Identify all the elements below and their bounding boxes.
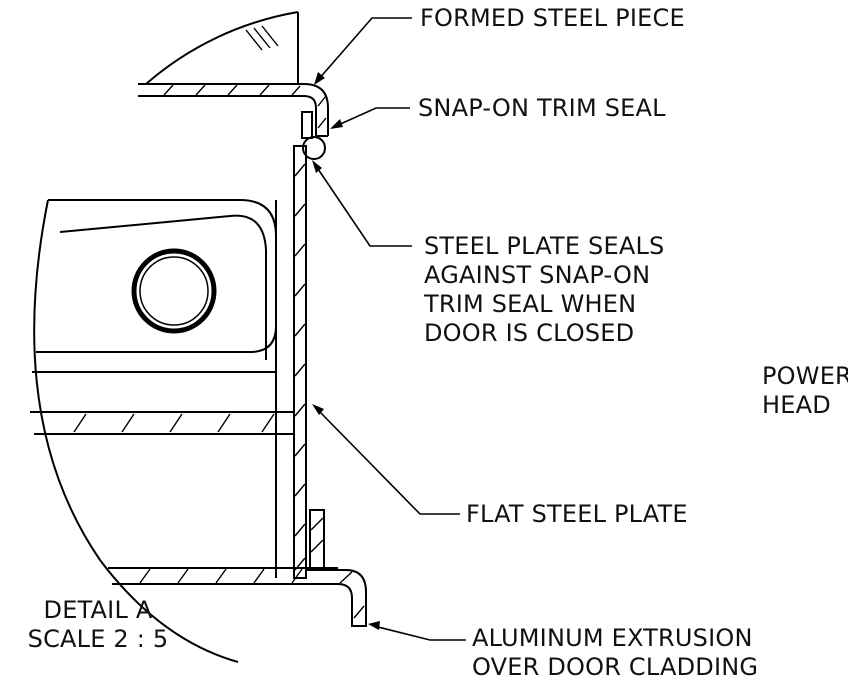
callout-line-3: TRIM SEAL WHEN — [424, 290, 637, 318]
callout-power-head: POWER HEAD — [762, 362, 848, 420]
callout-line-2: OVER DOOR CLADDING — [472, 653, 759, 681]
callout-text: FORMED STEEL PIECE — [420, 4, 685, 32]
callout-line-1: POWER — [762, 362, 848, 390]
leader-steel-plate-seals — [312, 160, 412, 247]
shaft-outer — [131, 248, 217, 334]
callout-line-2: HEAD — [762, 391, 831, 419]
callout-text: SNAP-ON TRIM SEAL — [418, 94, 666, 122]
callout-line-1: ALUMINUM EXTRUSION — [472, 624, 753, 652]
formed-steel-piece — [138, 12, 329, 137]
detail-scale: SCALE 2 : 5 — [27, 625, 169, 653]
leader-aluminum-extrusion — [368, 621, 466, 641]
leader-flat-steel-plate — [312, 404, 460, 515]
flat-steel-plate — [293, 145, 307, 579]
callout-formed-steel-piece: FORMED STEEL PIECE — [420, 4, 685, 33]
power-head-housing — [30, 199, 294, 578]
callout-line-1: STEEL PLATE SEALS — [424, 232, 665, 260]
detail-label: DETAIL A SCALE 2 : 5 — [8, 596, 188, 654]
callout-snap-on-trim-seal: SNAP-ON TRIM SEAL — [418, 94, 666, 123]
shaft-inner — [139, 256, 209, 326]
callout-flat-steel-plate: FLAT STEEL PLATE — [466, 500, 688, 529]
leader-snap-on-trim-seal — [330, 107, 410, 129]
detail-name: DETAIL A — [43, 596, 153, 624]
aluminum-extrusion — [108, 509, 367, 627]
callout-steel-plate-seals: STEEL PLATE SEALS AGAINST SNAP-ON TRIM S… — [424, 232, 664, 348]
callout-text: FLAT STEEL PLATE — [466, 500, 688, 528]
detail-boundary — [33, 11, 299, 663]
leader-formed-steel — [314, 17, 412, 85]
callout-line-4: DOOR IS CLOSED — [424, 319, 635, 347]
snap-on-trim-seal — [301, 111, 326, 160]
callout-aluminum-extrusion: ALUMINUM EXTRUSION OVER DOOR CLADDING — [472, 624, 848, 682]
callout-line-2: AGAINST SNAP-ON — [424, 261, 651, 289]
